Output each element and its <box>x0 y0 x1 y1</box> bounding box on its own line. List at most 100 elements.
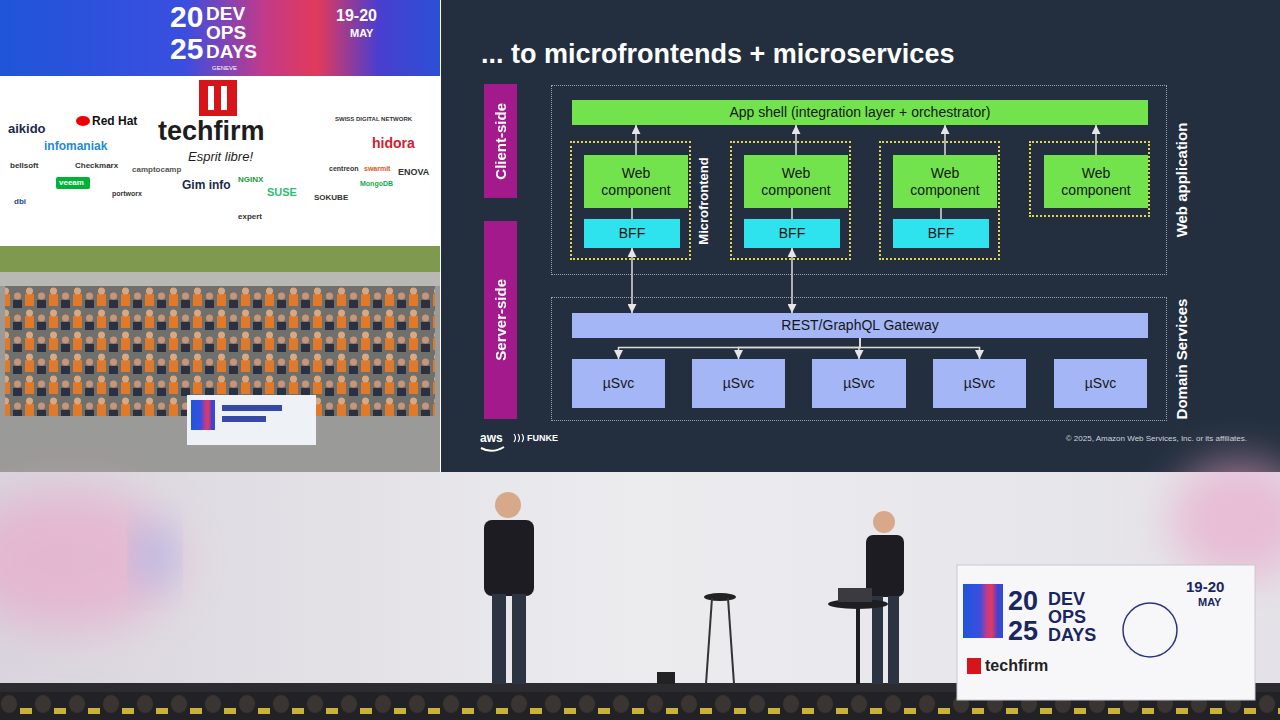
microfrontend-group: Web componentBFF <box>879 141 1000 260</box>
sponsor-name: Red Hat <box>92 115 137 127</box>
photo-banner-mark <box>191 400 215 430</box>
conference-year: 20 <box>170 2 203 32</box>
conference-banner <box>0 0 440 76</box>
photo-banner <box>187 395 316 445</box>
connector <box>860 338 980 359</box>
conference-date: 19-20 <box>336 8 377 24</box>
sponsor-name: swarmit <box>364 165 390 172</box>
sponsor-name: Gim info <box>182 179 231 191</box>
table-pole <box>856 606 860 684</box>
web-component-box: Web component <box>744 155 848 208</box>
box-label: Web component <box>893 165 997 197</box>
sponsor-name: aikido <box>8 122 46 135</box>
stage-light <box>141 527 169 583</box>
conference-date: MAY <box>350 28 373 39</box>
connector <box>791 208 793 219</box>
conference-year: 25 <box>170 34 203 64</box>
box-label: µSvc <box>960 375 999 391</box>
footer-logo: FUNKE <box>527 434 558 443</box>
sponsor-name: portworx <box>112 190 142 197</box>
sponsor-name: dbi <box>14 198 26 206</box>
sponsor-name: SUSE <box>267 187 297 198</box>
sponsor-name: ENOVA <box>398 168 429 177</box>
box-label: BFF <box>775 225 809 241</box>
region-label: Domain Services <box>1173 299 1190 420</box>
presenter-head <box>495 492 521 518</box>
laptop <box>838 588 872 602</box>
stage-banner <box>957 565 1255 700</box>
sponsor-name: veeam <box>59 179 84 187</box>
sponsor-panel <box>0 76 440 246</box>
microservice-box: µSvc <box>1054 359 1147 408</box>
conference-date: MAY <box>1198 597 1221 608</box>
conference-name: DEV <box>1048 590 1085 608</box>
copyright-note: © 2025, Amazon Web Services, Inc. or its… <box>1066 435 1247 443</box>
sponsor-name: centreon <box>329 165 359 172</box>
techfirm-logo <box>199 80 237 116</box>
connector <box>940 208 942 219</box>
stage-light <box>0 490 180 630</box>
app-shell-box: App shell (integration layer + orchestra… <box>572 100 1148 125</box>
slide-background <box>441 0 1280 472</box>
presenter-body <box>484 520 534 596</box>
stool-leg <box>728 598 734 684</box>
sponsor-name: hidora <box>372 136 415 150</box>
funke-icon <box>514 434 524 442</box>
box-label: µSvc <box>839 375 878 391</box>
side-band: Server-side <box>484 221 517 419</box>
bff-box: BFF <box>893 219 989 248</box>
side-band: Client-side <box>484 84 517 198</box>
conference-date: 19-20 <box>1186 579 1224 594</box>
conference-year: 25 <box>1008 618 1038 645</box>
box-label: µSvc <box>599 375 638 391</box>
region-label: Server-side <box>492 279 509 361</box>
microfrontend-group: MicrofrontendWeb componentBFF <box>570 141 691 260</box>
stage-wall <box>0 472 1280 720</box>
aws-smile <box>481 447 504 451</box>
stage-banner-face <box>1123 603 1177 657</box>
veeam-badge <box>56 177 90 189</box>
layer-container: Web applicationApp shell (integration la… <box>551 85 1167 275</box>
region-label: Client-side <box>492 103 509 180</box>
camera <box>657 672 675 684</box>
sponsor-name: SWISS DIGITAL NETWORK <box>335 116 412 122</box>
photo-grass <box>0 246 440 272</box>
techfirm-logo-mark <box>221 86 227 110</box>
conference-year: 20 <box>1008 588 1038 615</box>
stool-leg <box>706 598 712 684</box>
conference-name: OPS <box>1048 608 1086 626</box>
microservice-box: µSvc <box>933 359 1026 408</box>
bff-box: BFF <box>584 219 680 248</box>
region-label: Microfrontend <box>697 157 712 244</box>
box-label: µSvc <box>719 375 758 391</box>
stage-light <box>1170 460 1280 580</box>
footer-logo: aws <box>480 432 503 444</box>
sponsor-name: infomaniak <box>44 140 107 152</box>
region-label: Web application <box>1173 123 1190 238</box>
speaker-leg <box>888 596 899 684</box>
presenter-leg <box>492 594 506 684</box>
sponsor-name: bellsoft <box>10 162 38 170</box>
connector <box>619 338 861 359</box>
box-label: Web component <box>1044 165 1148 197</box>
stool <box>704 593 736 601</box>
box-label: BFF <box>924 225 958 241</box>
presenter-leg <box>512 594 526 684</box>
photo-road <box>0 272 440 286</box>
sponsor-name: NGINX <box>238 176 263 184</box>
connector <box>1095 125 1097 155</box>
bff-box: BFF <box>744 219 840 248</box>
microservice-box: µSvc <box>692 359 785 408</box>
conference-name: DAYS <box>206 42 257 61</box>
photo-banner-mark <box>222 405 282 411</box>
sponsor-name: MongoDB <box>360 180 393 187</box>
microservice-box: µSvc <box>812 359 906 408</box>
speaker-leg <box>872 596 883 684</box>
box-label: µSvc <box>1081 375 1120 391</box>
connector <box>631 248 633 313</box>
connector <box>795 125 797 155</box>
web-component-box: Web component <box>584 155 688 208</box>
